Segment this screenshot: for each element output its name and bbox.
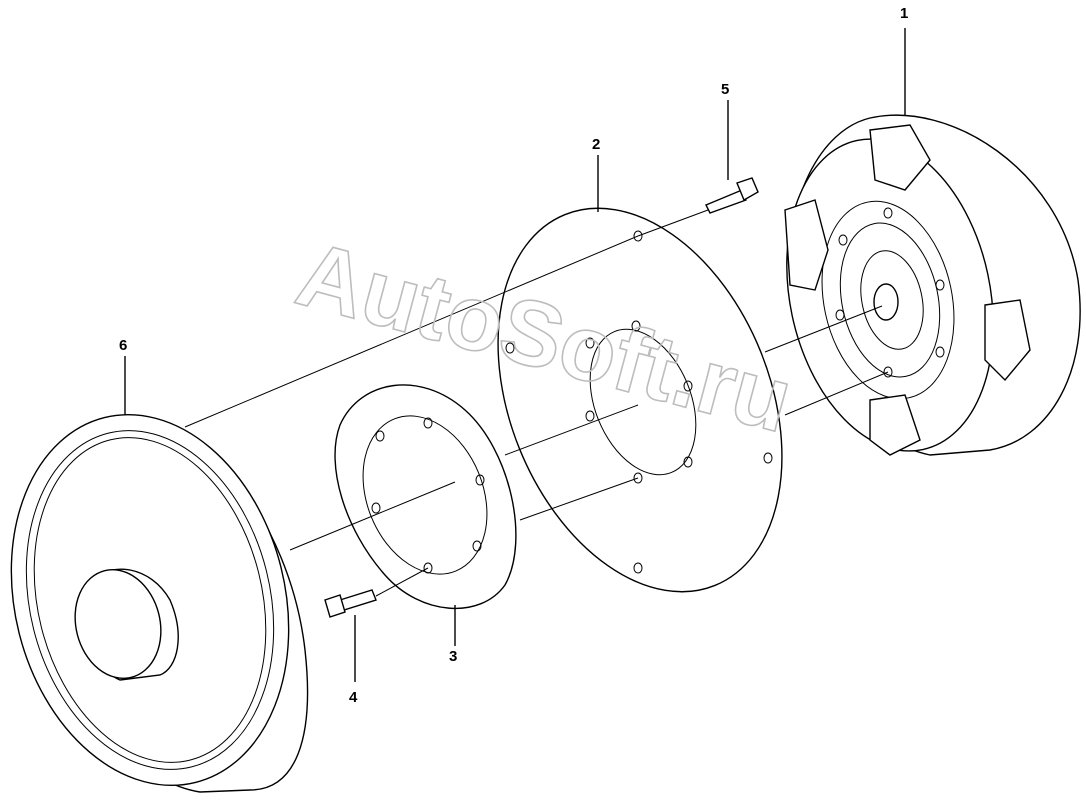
callout-2: 2 [592, 136, 600, 153]
callout-4: 4 [349, 689, 358, 706]
part-2-flex-plate [497, 207, 783, 593]
callout-1: 1 [900, 5, 908, 22]
callout-3: 3 [449, 648, 457, 665]
leader-lines [124, 28, 906, 682]
part-3-adapter-ring [334, 384, 517, 610]
alignment-lines [184, 209, 889, 597]
callout-5: 5 [721, 81, 729, 98]
callout-6: 6 [119, 337, 127, 354]
part-4-bolt [324, 589, 377, 618]
part-5-bolt [705, 177, 759, 214]
part-6-flywheel [10, 413, 309, 793]
part-1-torque-converter [784, 114, 1081, 456]
